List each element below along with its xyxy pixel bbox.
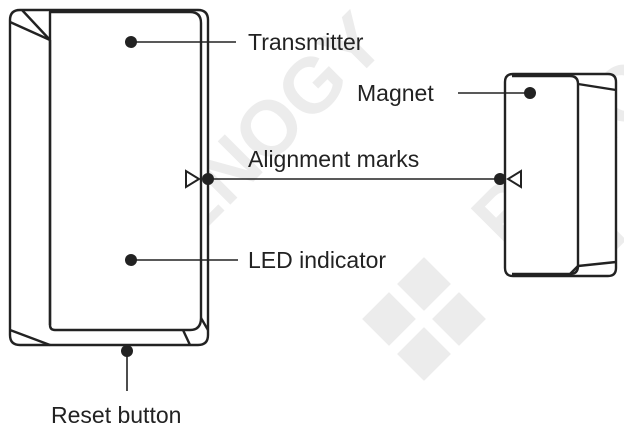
label-transmitter: Transmitter xyxy=(248,29,364,55)
alignment-mark-magnet-icon xyxy=(506,169,522,189)
label-led-indicator: LED indicator xyxy=(248,247,386,273)
magnet-device xyxy=(503,72,618,278)
label-reset-button: Reset button xyxy=(51,402,181,428)
callout-reset-button xyxy=(121,345,133,391)
label-alignment-marks: Alignment marks xyxy=(248,146,419,172)
callout-magnet xyxy=(458,87,536,99)
label-magnet: Magnet xyxy=(357,80,434,106)
transmitter-device xyxy=(8,8,210,347)
callout-led-indicator xyxy=(125,254,238,266)
callout-alignment-marks xyxy=(202,173,506,185)
callout-transmitter xyxy=(125,36,236,48)
watermark-mark-right xyxy=(362,257,486,381)
alignment-mark-transmitter-icon xyxy=(185,169,201,189)
